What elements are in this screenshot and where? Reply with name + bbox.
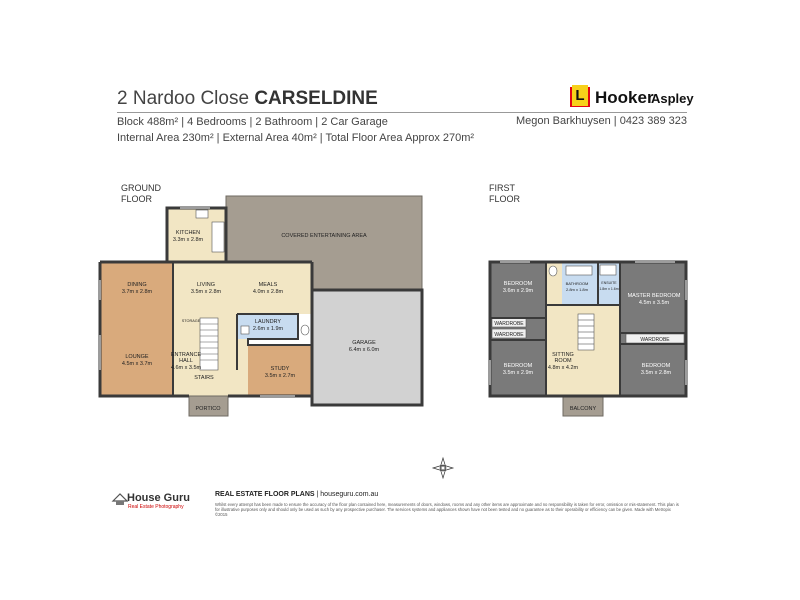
entrance-size: 4.6m x 3.5m — [171, 365, 202, 371]
house-guru-logo-icon — [111, 493, 129, 505]
bedroom-nw-size: 3.6m x 2.9m — [503, 288, 534, 294]
ensuite-label: ENSUITE — [601, 281, 617, 285]
compass-icon — [431, 456, 455, 480]
entrance-label-2: HALL — [179, 358, 193, 364]
kitchen-sink-icon — [195, 209, 209, 219]
agent-contact: Megon Barkhuysen | 0423 389 323 — [515, 115, 687, 127]
wardrobe-2-block — [491, 328, 527, 339]
sitting-label-2: ROOM — [554, 358, 572, 364]
kitchen-cooktop-icon — [211, 221, 225, 253]
laundry-label: LAUNDRY — [255, 319, 282, 325]
kitchen-size: 3.3m x 2.8m — [173, 237, 204, 243]
first-windows — [489, 261, 687, 385]
portico-label: PORTICO — [196, 406, 222, 412]
garage-size: 6.4m x 6.0m — [349, 347, 380, 353]
logo-location: Aspley — [651, 91, 694, 106]
first-floor-plan: BEDROOM 3.6m x 2.9m BATHROOM 2.8m x 1.8m… — [488, 260, 688, 417]
entrance-label-1: ENTRANCE — [171, 352, 202, 358]
dining-lounge-floor — [100, 262, 173, 396]
bathroom-size: 2.8m x 1.8m — [566, 287, 589, 292]
bedroom-nw-label: BEDROOM — [504, 281, 533, 287]
bathroom-label: BATHROOM — [566, 281, 589, 286]
ground-floor-label: GROUND FLOOR — [121, 183, 161, 204]
first-room-labels: BEDROOM 3.6m x 2.9m BATHROOM 2.8m x 1.8m… — [494, 281, 680, 412]
study-size: 3.5m x 2.7m — [265, 373, 296, 379]
bedroom-se-size: 3.5m x 2.8m — [641, 370, 672, 376]
footer-title: REAL ESTATE FLOOR PLANS | houseguru.com.… — [215, 491, 379, 498]
meals-label: MEALS — [259, 282, 278, 288]
laundry-tub-icon — [240, 325, 250, 335]
wardrobe-1-label: WARDROBE — [494, 321, 524, 327]
first-stairs — [577, 313, 595, 351]
ground-windows — [99, 207, 295, 397]
header-divider — [117, 112, 687, 113]
bedroom-sw-size: 3.5m x 2.9m — [503, 370, 534, 376]
master-label: MASTER BEDROOM — [628, 293, 681, 299]
master-size: 4.5m x 3.5m — [639, 300, 670, 306]
bedroom-se-label: BEDROOM — [642, 363, 671, 369]
living-size: 3.5m x 2.8m — [191, 289, 222, 295]
meals-size: 4.0m x 2.8m — [253, 289, 284, 295]
toilet-icon — [300, 324, 310, 336]
garage-label: GARAGE — [352, 340, 376, 346]
lounge-label: LOUNGE — [125, 354, 149, 360]
study-label: STUDY — [271, 366, 290, 372]
stairs-label: STAIRS — [194, 375, 214, 381]
covered-area-label: COVERED ENTERTAINING AREA — [281, 233, 367, 239]
laundry-size: 2.6m x 1.9m — [253, 326, 284, 332]
wardrobe-2-label: WARDROBE — [494, 332, 524, 338]
first-floor-label: FIRST FLOOR — [489, 183, 521, 204]
ground-floor-plan: KITCHEN 3.3m x 2.8m COVERED ENTERTAINING… — [98, 195, 424, 417]
property-spec-line1: Block 488m² | 4 Bedrooms | 2 Bathroom | … — [117, 116, 388, 128]
first-walls — [488, 260, 688, 398]
lounge-size: 4.5m x 3.7m — [122, 361, 153, 367]
logo-name: Hooker — [595, 88, 654, 107]
sitting-size: 4.8m x 4.2m — [548, 365, 579, 371]
property-spec-line2: Internal Area 230m² | External Area 40m²… — [117, 132, 475, 144]
ensuite-size: 1.8m x 1.6m — [599, 287, 618, 291]
wardrobe-3-label: WARDROBE — [640, 337, 670, 343]
ground-stairs — [199, 317, 219, 371]
bath-icon — [565, 265, 593, 276]
balcony-label: BALCONY — [570, 406, 597, 412]
footer-disclaimer: Whilst every attempt has been made to en… — [215, 502, 679, 518]
shower-icon — [599, 264, 617, 276]
dining-label: DINING — [127, 282, 146, 288]
portico-floor — [188, 395, 229, 417]
property-address: 2 Nardoo Close CARSELDINE — [117, 88, 378, 109]
suburb: CARSELDINE — [254, 88, 378, 109]
house-guru-brand: House Guru — [127, 492, 190, 504]
living-meals-floor — [173, 262, 312, 314]
house-guru-subtitle: Real Estate Photography — [128, 504, 184, 510]
storage-label: STORAGE — [182, 319, 201, 323]
study-floor — [248, 345, 312, 396]
dining-size: 3.7m x 2.8m — [122, 289, 153, 295]
lj-hooker-logo-icon: L — [570, 85, 590, 107]
sitting-label-1: SITTING — [552, 352, 574, 358]
living-label: LIVING — [197, 282, 215, 288]
hall-floor — [237, 339, 248, 396]
kitchen-label: KITCHEN — [176, 230, 200, 236]
ground-room-labels: KITCHEN 3.3m x 2.8m COVERED ENTERTAINING… — [122, 230, 380, 412]
bedroom-sw-label: BEDROOM — [504, 363, 533, 369]
upstairs-toilet-icon — [548, 265, 558, 277]
footer-site: | houseguru.com.au — [316, 491, 379, 498]
